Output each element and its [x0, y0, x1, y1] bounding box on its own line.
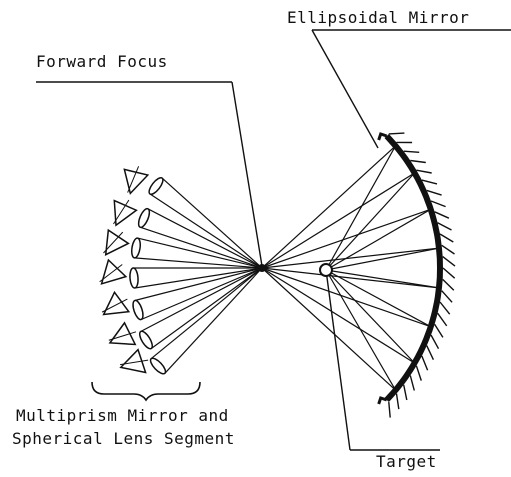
- mirror-tick: [421, 355, 429, 371]
- mirror-tick: [388, 132, 405, 135]
- ray-focus-to-mirror: [261, 267, 440, 289]
- lens-segment: [148, 176, 164, 196]
- mirror-end-hook: [377, 396, 388, 405]
- ray-focus-to-mirror: [261, 247, 440, 269]
- mirror-tick: [426, 189, 442, 196]
- mirror-tick: [421, 179, 438, 185]
- ray-focus-to-mirror: [261, 145, 396, 269]
- ray-focus-to-mirror: [261, 267, 396, 391]
- mirror-tick: [395, 393, 400, 410]
- forward-focus-point: [258, 264, 266, 272]
- prism-edge: [99, 264, 123, 283]
- focus-leader-diag: [231, 81, 263, 267]
- ray-mirror-to-target: [325, 172, 415, 271]
- forward-focus-label: Forward Focus: [36, 52, 168, 71]
- target-point: [319, 263, 333, 277]
- ray-lens-to-focus: [139, 226, 263, 269]
- prism-mirror: [123, 168, 150, 195]
- prism-edge: [119, 359, 149, 366]
- lens-segment: [149, 357, 167, 375]
- lens-segment: [129, 267, 139, 289]
- target-label: Target: [376, 452, 437, 471]
- mirror-tick: [430, 200, 446, 208]
- target-leader: [325, 269, 351, 451]
- mirror-tick: [439, 301, 451, 315]
- leader-lines: [36, 29, 511, 451]
- ray-focus-to-mirror: [261, 208, 431, 269]
- multiprism-label-line2: Spherical Lens Segment: [12, 429, 235, 448]
- mirror-tick: [434, 211, 450, 219]
- multiprism-label-line1: Multiprism Mirror and: [16, 406, 229, 425]
- lens-segment: [131, 237, 141, 259]
- ray-lens-to-focus: [134, 267, 263, 302]
- ray-lens-to-focus: [150, 267, 263, 360]
- prism-mirror: [102, 290, 131, 316]
- prism-edge: [101, 298, 128, 313]
- ray-mirror-to-target: [325, 269, 431, 328]
- prism-mirror: [119, 348, 147, 374]
- multiprism-segments: [99, 166, 167, 375]
- mirror-tick: [388, 402, 391, 418]
- mirror-tick: [441, 244, 455, 255]
- mirror-tick: [437, 222, 452, 231]
- lens-segment: [132, 299, 144, 321]
- ray-lens-to-focus: [150, 267, 263, 349]
- ray-mirror-to-target: [325, 247, 440, 271]
- ray-focus-to-mirror: [261, 267, 431, 328]
- ray-focus-to-mirror: [261, 172, 415, 269]
- ray-mirror-to-target: [325, 145, 397, 271]
- mirror-tick: [442, 267, 456, 279]
- ray-lens-to-focus: [134, 267, 263, 289]
- ray-lens-to-focus: [134, 257, 263, 269]
- mirror-tick: [416, 169, 432, 174]
- mirror-tick: [410, 159, 426, 164]
- mirror-tick: [439, 233, 454, 243]
- prism-mirror: [108, 321, 137, 346]
- lens-segment: [137, 207, 151, 229]
- ray-lens-to-focus: [137, 237, 263, 269]
- mirror-tick: [415, 365, 422, 381]
- prism-edge: [113, 199, 130, 225]
- prism-mirror: [113, 199, 138, 227]
- mirror-tick: [426, 345, 435, 361]
- ray-lens-to-focus: [164, 267, 263, 374]
- ray-mirror-to-target: [325, 269, 397, 391]
- mirror-tick: [441, 290, 453, 303]
- mirror-tick: [403, 384, 408, 401]
- mirror-tick: [442, 278, 455, 291]
- ray-mirror-to-target: [325, 269, 415, 364]
- prism-edge: [103, 231, 124, 254]
- ellipsoidal-mirror: [377, 132, 456, 418]
- ray-mirror-to-target: [325, 269, 440, 289]
- prism-edge: [127, 166, 140, 193]
- prism-mirror: [100, 258, 128, 285]
- ray-lens-to-focus: [161, 177, 263, 269]
- prism-mirror: [104, 228, 130, 256]
- mirror-tick: [430, 334, 440, 350]
- ray-lens-to-focus: [140, 267, 263, 333]
- ellipsoidal-mirror-label: Ellipsoidal Mirror: [287, 8, 470, 27]
- ray-lens-to-focus: [147, 208, 263, 269]
- mirror-arc: [384, 133, 444, 403]
- mirror-tick: [437, 312, 448, 327]
- prism-edge: [108, 331, 137, 341]
- ray-focus-to-mirror: [261, 267, 415, 364]
- mirror-leader: [311, 29, 379, 149]
- mirror-end-hook: [377, 132, 388, 141]
- ray-lens-to-focus: [149, 193, 263, 269]
- bracket: [91, 381, 201, 402]
- lens-segment: [138, 330, 154, 350]
- mirror-tick: [434, 323, 444, 338]
- ray-mirror-to-target: [325, 208, 432, 271]
- mirror-tick: [409, 375, 415, 391]
- ray-bundle: [133, 145, 440, 391]
- mirror-tick: [403, 150, 420, 153]
- mirror-tick: [442, 256, 456, 267]
- ray-lens-to-focus: [140, 267, 263, 321]
